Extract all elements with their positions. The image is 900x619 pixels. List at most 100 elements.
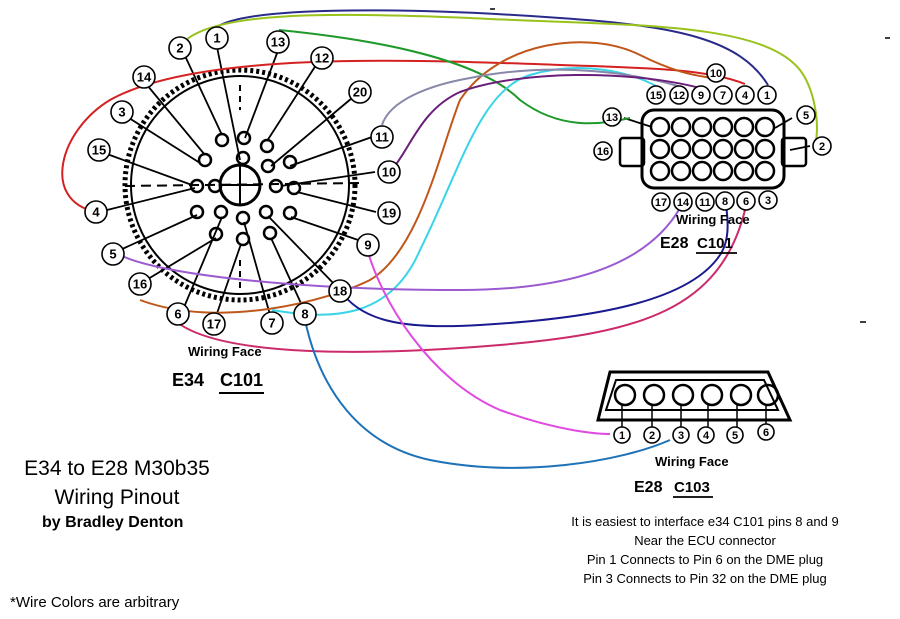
svg-text:13: 13 xyxy=(271,35,285,50)
svg-text:2: 2 xyxy=(176,41,183,56)
svg-text:10: 10 xyxy=(382,165,396,180)
svg-text:12: 12 xyxy=(673,90,685,102)
svg-text:4: 4 xyxy=(742,90,749,102)
e28-c101-pin-4: 4 xyxy=(735,85,755,105)
e28-c103-pin-2: 2 xyxy=(643,426,661,444)
e34-c101-pin-4: 4 xyxy=(84,200,108,224)
svg-text:15: 15 xyxy=(92,143,106,158)
e34-c101-pin-5: 5 xyxy=(101,242,125,266)
wire-group xyxy=(61,9,818,469)
e34-c101-pin-9: 9 xyxy=(356,233,380,257)
svg-text:13: 13 xyxy=(606,112,618,124)
e34-face-label: Wiring Face xyxy=(188,344,262,359)
wire-e34-13-to-e28-13 xyxy=(278,29,631,125)
e28-c101-pin-2: 2 xyxy=(812,136,832,156)
e28-c103-pin-4: 4 xyxy=(697,426,715,444)
e28-c101-pin-16: 16 xyxy=(593,141,613,161)
wire-e34-16-to-e28-10 xyxy=(139,41,717,314)
svg-text:7: 7 xyxy=(720,90,726,102)
wire-e34-2-to-e28-2 xyxy=(185,13,818,146)
e28-c101-pin-12: 12 xyxy=(669,85,689,105)
svg-text:6: 6 xyxy=(743,196,749,208)
e28-c103-pin-1: 1 xyxy=(613,426,631,444)
e34-c101-pin-16: 16 xyxy=(128,272,152,296)
svg-text:3: 3 xyxy=(765,195,771,207)
wire-e34-10-to-e28-9 xyxy=(389,74,701,173)
note-line: Near the ECU connector xyxy=(634,533,776,548)
e28-c101-connector xyxy=(618,108,811,190)
svg-text:5: 5 xyxy=(732,430,738,442)
e28-c101-pin-6: 6 xyxy=(736,191,756,211)
e28-c101-pin-13: 13 xyxy=(602,107,622,127)
svg-text:9: 9 xyxy=(364,238,371,253)
svg-text:7: 7 xyxy=(268,316,275,331)
svg-text:1: 1 xyxy=(619,430,625,442)
e34-code-label: C101 xyxy=(220,370,263,390)
svg-text:6: 6 xyxy=(174,307,181,322)
e34-c101-pin-12: 12 xyxy=(310,46,334,70)
e28-c101-pin-7: 7 xyxy=(713,85,733,105)
svg-text:5: 5 xyxy=(803,110,809,122)
svg-text:4: 4 xyxy=(703,430,710,442)
e28-c101-pin-14: 14 xyxy=(673,192,693,212)
e28-c103-code-label: C103 xyxy=(674,479,710,496)
wire-e34-9-to-e28-c103-1 xyxy=(365,244,611,435)
svg-text:10: 10 xyxy=(710,68,722,80)
svg-text:19: 19 xyxy=(382,206,396,221)
title-line-1: E34 to E28 M30b35 xyxy=(24,457,210,480)
e28-c103-model-label: E28 xyxy=(634,479,663,496)
e28-c101-pin-1: 1 xyxy=(757,85,777,105)
e34-model-label: E34 xyxy=(172,370,204,390)
svg-text:8: 8 xyxy=(722,196,728,208)
svg-text:16: 16 xyxy=(133,277,147,292)
note-line: Pin 1 Connects to Pin 6 on the DME plug xyxy=(586,552,824,567)
svg-text:2: 2 xyxy=(649,430,655,442)
e34-c101-pin-3: 3 xyxy=(110,100,134,124)
e28-c101-pin-8: 8 xyxy=(715,191,735,211)
svg-text:12: 12 xyxy=(315,51,329,66)
e28-c101-pin-3: 3 xyxy=(758,190,778,210)
svg-text:14: 14 xyxy=(677,197,690,209)
svg-text:17: 17 xyxy=(207,317,221,332)
e34-c101-pin-18: 18 xyxy=(328,279,352,303)
e34-c101-pin-6: 6 xyxy=(166,302,190,326)
svg-text:1: 1 xyxy=(764,90,770,102)
svg-text:18: 18 xyxy=(333,284,347,299)
svg-text:2: 2 xyxy=(819,141,825,153)
svg-text:6: 6 xyxy=(763,427,769,439)
e34-c101-pin-17: 17 xyxy=(202,312,226,336)
e28-c101-pin-17: 17 xyxy=(651,192,671,212)
svg-text:20: 20 xyxy=(353,85,367,100)
e34-c101-pin-14: 14 xyxy=(132,65,156,89)
e34-c101-pin-20: 20 xyxy=(348,80,372,104)
svg-text:11: 11 xyxy=(375,130,389,145)
e28-c101-pin-9: 9 xyxy=(691,85,711,105)
svg-text:3: 3 xyxy=(118,105,125,120)
e34-c101-pin-15: 15 xyxy=(87,138,111,162)
e34-c101-pin-10: 10 xyxy=(377,160,401,184)
e34-c101-pin-8: 8 xyxy=(293,302,317,326)
svg-text:17: 17 xyxy=(655,197,667,209)
e28-c101-pin-11: 11 xyxy=(695,192,715,212)
byline: by Bradley Denton xyxy=(42,514,184,531)
e34-c101-pin-19: 19 xyxy=(377,201,401,225)
svg-text:11: 11 xyxy=(699,197,711,209)
e28-c101-pin-5: 5 xyxy=(796,105,816,125)
svg-text:4: 4 xyxy=(92,205,100,220)
svg-text:8: 8 xyxy=(301,307,308,322)
e34-c101-connector xyxy=(106,46,377,323)
svg-text:5: 5 xyxy=(109,247,116,262)
e28-c101-model-label: E28 xyxy=(660,235,689,252)
wire-e34-8-to-e28-c103-3 xyxy=(304,319,671,469)
e28-c101-face-label: Wiring Face xyxy=(676,212,750,227)
e34-c101-pin-11: 11 xyxy=(370,125,394,149)
wire-e34-18-to-e28-8 xyxy=(339,204,729,328)
svg-text:14: 14 xyxy=(137,70,152,85)
note-line: Pin 3 Connects to Pin 32 on the DME plug xyxy=(583,571,827,586)
svg-text:16: 16 xyxy=(597,146,609,158)
e28-c101-pin-10: 10 xyxy=(706,63,726,83)
svg-text:15: 15 xyxy=(650,90,662,102)
e34-c101-pin-7: 7 xyxy=(260,311,284,335)
